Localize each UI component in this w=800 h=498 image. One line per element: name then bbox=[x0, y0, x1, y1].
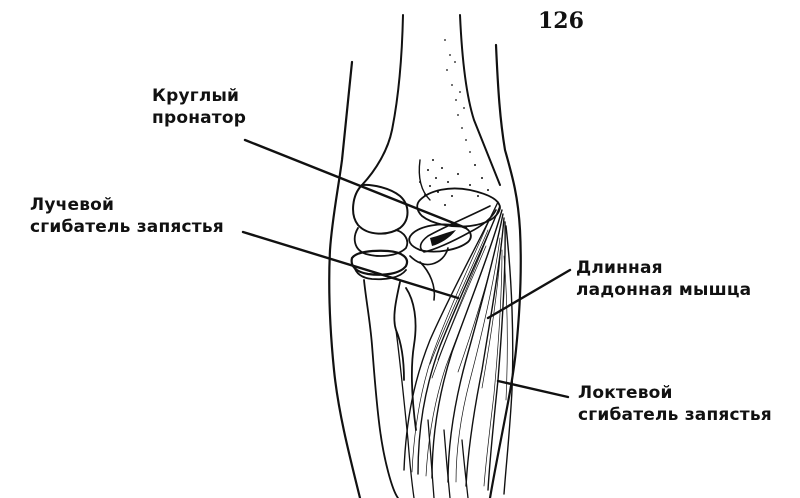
leader-flexor-carpi-radialis bbox=[241, 230, 460, 300]
arm-outline-right bbox=[488, 43, 522, 498]
coronoid bbox=[409, 247, 449, 266]
leader-pronator-teres bbox=[243, 138, 468, 230]
label-palmaris-longus-line2: ладонная мышца bbox=[576, 280, 752, 300]
pronator-teres-muscle bbox=[419, 205, 497, 253]
trochlea bbox=[408, 223, 472, 253]
leader-flexor-carpi-ulnaris bbox=[496, 379, 570, 399]
label-palmaris-longus: Длинная ладонная мышца bbox=[576, 257, 751, 301]
medial-epicondyle bbox=[416, 187, 501, 228]
olecranon-fossa bbox=[418, 159, 431, 201]
humerus-shaft-left bbox=[361, 14, 404, 186]
humerus-stipple bbox=[419, 39, 489, 206]
lower-tendons bbox=[395, 329, 469, 498]
label-flexor-carpi-radialis-line2: сгибатель запястья bbox=[30, 217, 224, 237]
label-pronator-teres-line1: Круглый bbox=[152, 86, 240, 106]
radius-left bbox=[363, 279, 399, 498]
ulna-right bbox=[419, 261, 436, 301]
radial-head bbox=[350, 249, 409, 276]
label-flexor-carpi-radialis-line1: Лучевой bbox=[30, 195, 115, 215]
ulna-left bbox=[405, 287, 417, 431]
radial-head-bottom bbox=[353, 265, 407, 281]
capitulum bbox=[353, 227, 409, 257]
lateral-condyle bbox=[352, 183, 409, 235]
page-number: 126 bbox=[538, 8, 584, 34]
label-pronator-teres: Круглый пронатор bbox=[152, 85, 246, 129]
label-flexor-carpi-radialis: Лучевой сгибатель запястья bbox=[30, 194, 224, 238]
label-palmaris-longus-line1: Длинная bbox=[576, 258, 663, 278]
label-pronator-teres-line2: пронатор bbox=[152, 108, 247, 128]
label-flexor-carpi-ulnaris-line1: Локтевой bbox=[578, 383, 673, 403]
humerus-shaft-right bbox=[459, 14, 501, 186]
label-flexor-carpi-ulnaris-line2: сгибатель запястья bbox=[578, 405, 772, 425]
arm-outline-left bbox=[328, 60, 362, 498]
pronator-teres-dark bbox=[430, 230, 456, 246]
leader-palmaris-longus bbox=[486, 268, 572, 320]
label-flexor-carpi-ulnaris: Локтевой сгибатель запястья bbox=[578, 382, 772, 426]
